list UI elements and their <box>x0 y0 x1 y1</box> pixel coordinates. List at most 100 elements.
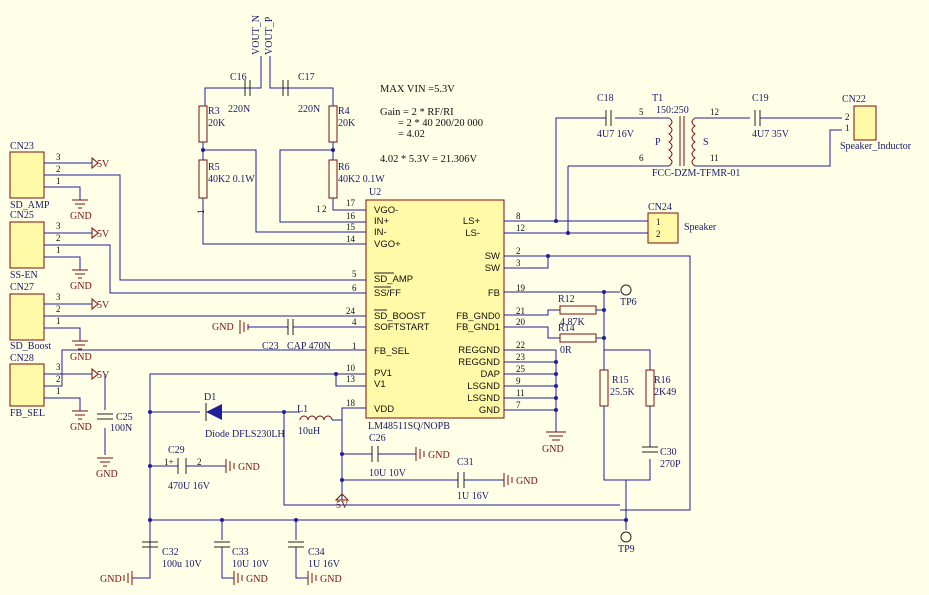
u2-pin-ls-plus: LS+ <box>463 216 481 227</box>
c17-value: 220N <box>298 104 320 115</box>
r3-ref: R3 <box>208 106 220 117</box>
t1-primary-label: P <box>655 137 661 148</box>
u2-num-24: 24 <box>346 306 356 316</box>
u2-pin-ss-ff: SS/FF <box>374 288 401 299</box>
u2-num-23: 23 <box>516 352 526 362</box>
tp9-label: TP9 <box>618 544 635 555</box>
r14-ref: R14 <box>558 323 575 334</box>
feedback-network: TP6 R12 4.87K R14 0R R15 25.5K R16 2K49 … <box>558 284 681 530</box>
u2-num-16: 16 <box>346 211 356 221</box>
c33-ref: C33 <box>232 547 249 558</box>
cn23-5v: 5V <box>97 159 110 170</box>
r4-ref: R4 <box>338 106 350 117</box>
c23-ref: C23 <box>262 341 279 352</box>
resistor-r4: R4 20K <box>328 105 356 143</box>
u2-pin-lsgnd-9: LSGND <box>467 381 500 392</box>
resistor-r6: R6 40K2 0.1W 1 2 17 <box>316 142 385 214</box>
connector-cn24: CN24 1 2 Speaker <box>640 202 717 244</box>
c29-ref: C29 <box>168 445 185 456</box>
cn28-pin-1: 1 <box>56 386 61 396</box>
u2-num-15: 15 <box>346 222 356 232</box>
cn25-name: SS-EN <box>10 270 38 281</box>
u2-num-8: 8 <box>516 211 521 221</box>
l1-value: 10uH <box>298 426 320 437</box>
c34-value: 1U 16V <box>308 559 341 570</box>
t1-ratio: 150:250 <box>656 105 689 116</box>
u2-pin-reggnd-23: REGGND <box>458 357 500 368</box>
u2-num-2: 2 <box>516 246 521 256</box>
cn23-pin-3: 3 <box>56 152 61 162</box>
c18-ref: C18 <box>597 93 614 104</box>
tp6-label: TP6 <box>620 297 637 308</box>
u2-pin-softstart: SOFTSTART <box>374 322 430 333</box>
capacitor-c33: C33 10U 10V GND <box>214 541 270 585</box>
capacitor-c18: C18 4U7 16V <box>554 93 635 235</box>
cn28-pin-3: 3 <box>56 362 61 372</box>
cn27-pin-2: 2 <box>56 304 61 314</box>
r14-value: 0R <box>560 345 572 356</box>
u2-pin-sd-boost: SD_BOOST <box>374 311 426 322</box>
cn23-ref: CN23 <box>10 141 34 152</box>
u2-pin-in-minus: IN- <box>374 227 387 238</box>
cn27-gnd: GND <box>70 352 92 363</box>
cn28-ref: CN28 <box>10 353 34 364</box>
diode-d1: D1 Diode DFLS230LH <box>204 392 620 506</box>
u2-pin-sw-3: SW <box>485 263 500 274</box>
cn25-gnd: GND <box>70 281 92 292</box>
c31-ref: C31 <box>457 457 474 468</box>
c29-pin-2: 2 <box>197 457 202 467</box>
c30-value: 270P <box>660 459 681 470</box>
u2-pin-reggnd-22: REGGND <box>458 345 500 356</box>
cn24-pin-1: 1 <box>656 217 661 227</box>
u2-pin-sd-amp: SD_AMP <box>374 274 413 285</box>
connector-cn22: CN22 2 1 Speaker_Inductor <box>840 94 912 152</box>
bottom-bus <box>148 518 628 540</box>
note-maxvin: MAX VIN =5.3V <box>380 84 455 95</box>
cn23-pin-1: 1 <box>56 176 61 186</box>
c32-ref: C32 <box>162 547 179 558</box>
u2-designator: U2 <box>369 187 381 198</box>
t1-pin-11: 11 <box>710 153 719 163</box>
u2-num-19: 19 <box>516 283 526 293</box>
cn28-pin-2: 2 <box>56 374 61 384</box>
r6-pin-17: 17 <box>346 198 356 208</box>
c25-ref: C25 <box>116 412 133 423</box>
ic-u2: U2 LM48511SQ/NOPB VGO- IN+ IN- VGO+ SD_A… <box>346 187 526 432</box>
cn23-pin-2: 2 <box>56 164 61 174</box>
t1-secondary-label: S <box>703 137 709 148</box>
c19-ref: C19 <box>752 93 769 104</box>
t1-pin-12: 12 <box>710 107 719 117</box>
vout-n-label: VOUT_N <box>251 15 262 55</box>
u2-pin-fb-gnd1: FB_GND1 <box>456 322 500 333</box>
supply-rail: C25 100N GND <box>96 372 366 578</box>
u2-pin-vgo-plus: VGO+ <box>374 239 401 250</box>
note-calc: 4.02 * 5.3V = 21.306V <box>380 154 477 165</box>
u2-num-9: 9 <box>516 376 521 386</box>
r5-ref: R5 <box>208 162 220 173</box>
u2-pin-vdd: VDD <box>374 404 394 415</box>
cn22-pin-2: 2 <box>845 112 850 122</box>
gnd-symbol-ic: GND <box>542 431 566 455</box>
note-gain-3: = 4.02 <box>398 129 425 140</box>
u2-pin-in-plus: IN+ <box>374 216 390 227</box>
c33-gnd: GND <box>246 574 268 585</box>
r5-value: 40K2 0.1W <box>208 174 255 185</box>
c26-ref: C26 <box>369 433 386 444</box>
t1-pin-6: 6 <box>639 153 644 163</box>
capacitor-c19: C19 4U7 35V <box>752 93 842 140</box>
u2-pin-pv1: PV1 <box>374 368 392 379</box>
d1-ref: D1 <box>204 392 216 403</box>
c23-gnd: GND <box>212 322 234 333</box>
capacitor-c31: C31 GND 1U 16V <box>340 457 538 502</box>
c29-pin-plus: 1+ <box>164 457 174 467</box>
inductor-l1: L1 10uH <box>297 404 366 500</box>
u2-num-20: 20 <box>516 317 526 327</box>
cn25-pin-3: 3 <box>56 221 61 231</box>
c18-value: 4U7 16V <box>597 129 635 140</box>
t1-part: FCC-DZM-TFMR-01 <box>652 168 740 179</box>
r6-value: 40K2 0.1W <box>338 174 385 185</box>
u2-num-3: 3 <box>516 258 521 268</box>
c29-gnd: GND <box>238 462 260 473</box>
resistor-r3: R3 20K <box>198 105 226 143</box>
